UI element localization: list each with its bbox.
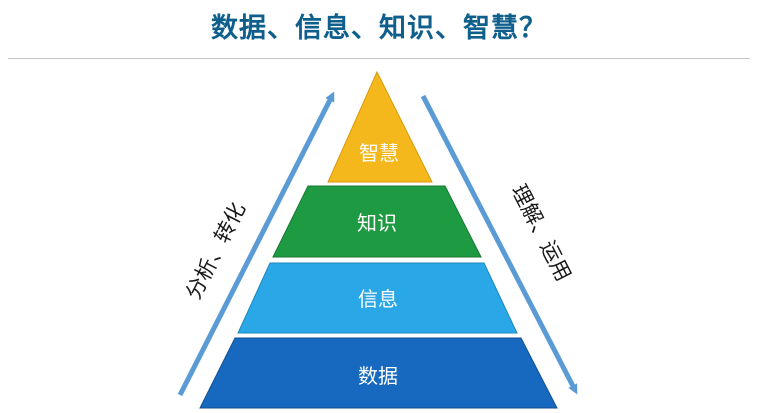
left-arrow-label: 分析、转化 xyxy=(181,199,250,303)
tier-information xyxy=(237,262,518,334)
tier-label-data: 数据 xyxy=(358,364,398,388)
tier-label-knowledge: 知识 xyxy=(357,211,397,235)
title-divider xyxy=(8,58,750,59)
page-title: 数据、信息、知识、智慧？ xyxy=(211,13,547,44)
right-arrow xyxy=(420,94,578,395)
tier-label-information: 信息 xyxy=(358,287,398,311)
tier-label-wisdom: 智慧 xyxy=(359,141,399,165)
right-arrow-label: 理解、运用 xyxy=(507,181,576,285)
tier-data xyxy=(199,337,558,409)
tier-knowledge xyxy=(272,185,482,258)
tier-wisdom xyxy=(327,70,433,183)
left-arrow xyxy=(177,91,335,397)
